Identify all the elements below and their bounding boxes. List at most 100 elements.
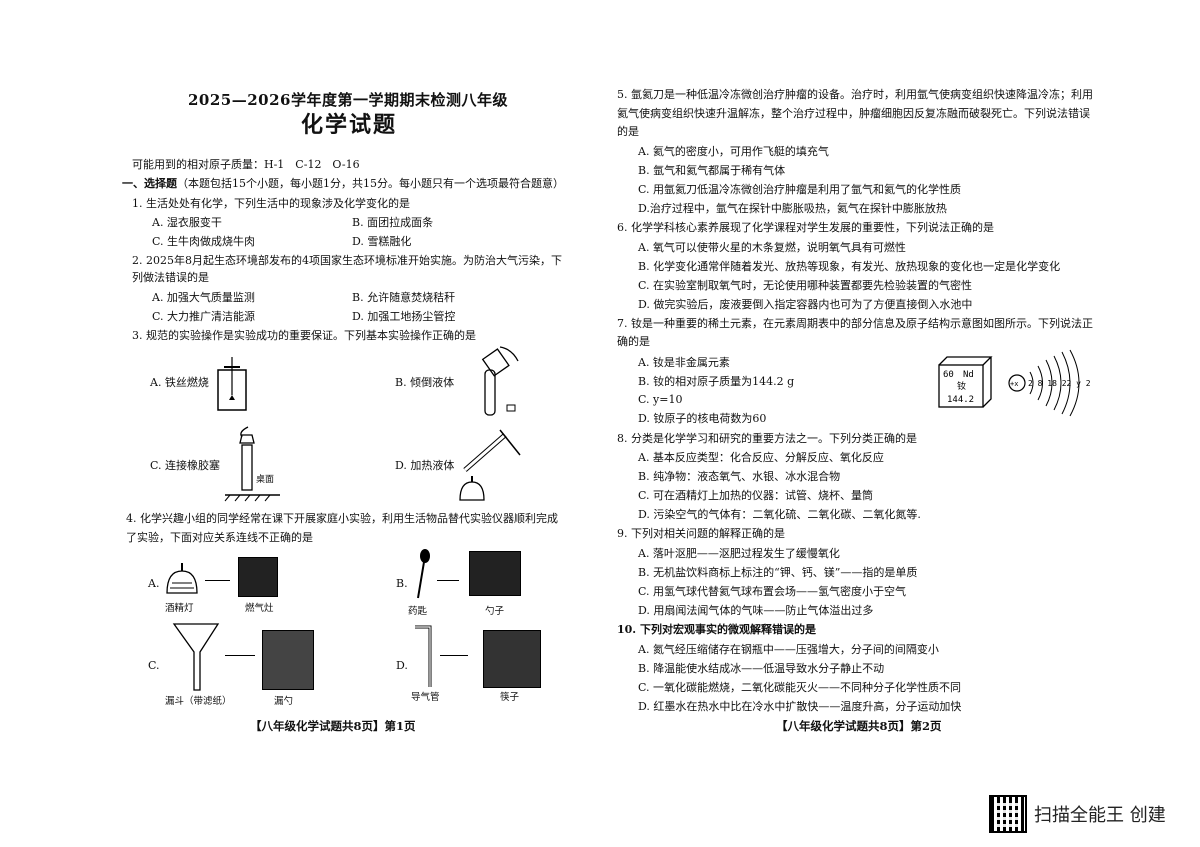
- q6-option-d: D. 做完实验后，废液要倒入指定容器内也可为了方便直接倒入水池中: [638, 298, 973, 311]
- q3-option-c: C. 连接橡胶塞: [150, 459, 221, 472]
- section-title: 一、选择题: [122, 177, 177, 190]
- atom-structure-figure: +x 2 8 18 22 y 2: [1008, 349, 1091, 417]
- page-footer-2: 【八年级化学试题共8页】第2页: [776, 719, 942, 733]
- cell-symbol: Nd: [963, 370, 974, 380]
- q5-option-c: C. 用氩氦刀低温冷冻微创治疗肿瘤是利用了氩气和氦气的化学性质: [638, 183, 962, 196]
- left-page: 2025—2026学年度第一学期期末检测八年级 化学试题 可能用到的相对原子质量…: [122, 91, 564, 734]
- q8-option-a: A. 基本反应类型：化合反应、分解反应、氧化反应: [638, 451, 884, 464]
- q8-option-b: B. 纯净物：液态氧气、水银、冰水混合物: [638, 470, 841, 483]
- q2-option-c: C. 大力推广清洁能源: [152, 310, 256, 323]
- q6-stem: 6. 化学学科核心素养展现了化学课程对学生发展的重要性，下列说法正确的是: [617, 221, 994, 234]
- q9-option-a: A. 落叶沤肥——沤肥过程发生了缓慢氧化: [638, 547, 840, 560]
- atomic-mass-line: 可能用到的相对原子质量：H-1 C-12 O-16: [132, 158, 360, 171]
- section-note: （本题包括15个小题，每小题1分，共15分。每小题只有一个选项最符合题意）: [177, 177, 564, 190]
- chopsticks-photo: [483, 630, 541, 688]
- q6-option-b: B. 化学变化通常伴随着发光、放热等现象，有发光、放热现象的变化也一定是化学变化: [638, 260, 1061, 273]
- q4-label-spoon: 勺子: [485, 606, 505, 617]
- q8-option-c: C. 可在酒精灯上加热的仪器：试管、烧杯、量筒: [638, 489, 874, 502]
- q10-option-b: B. 降温能使水结成冰——低温导致水分子静止不动: [638, 662, 885, 675]
- q10-stem: 10. 下列对宏观事实的微观解释错误的是: [617, 623, 816, 636]
- q5-stem-1: 5. 氩氦刀是一种低温冷冻微创治疗肿瘤的设备。治疗时，利用氩气使病变组织快速降温…: [617, 88, 1093, 101]
- q1-stem: 1. 生活处处有化学，下列生活中的现象涉及化学变化的是: [132, 197, 410, 210]
- q2-option-a: A. 加强大气质量监测: [152, 291, 255, 304]
- q4-label-chopsticks: 筷子: [500, 692, 520, 703]
- q4-letter-c: C.: [148, 659, 160, 672]
- q5-stem-2: 氦气使病变组织快速升温解冻，整个治疗过程中，肿瘤细胞因反复冻融而破裂死亡。下列说…: [617, 107, 1090, 120]
- q4-a-link: [205, 580, 230, 581]
- q4-letter-a: A.: [148, 577, 160, 590]
- q5-option-a: A. 氦气的密度小，可用作飞艇的填充气: [638, 145, 829, 158]
- q4-label-gas-stove: 燃气灶: [245, 603, 274, 614]
- q6-option-c: C. 在实验室制取氧气时，无论使用哪种装置都要先检验装置的气密性: [638, 279, 973, 292]
- q10-option-a: A. 氮气经压缩储存在钢瓶中——压强增大，分子间的间隔变小: [638, 643, 939, 656]
- connect-stopper-figure: [224, 426, 280, 502]
- q3-option-a: A. 铁丝燃烧: [150, 376, 209, 389]
- q7-option-c: C. y=10: [638, 393, 683, 406]
- q8-option-d: D. 污染空气的气体有：二氧化硫、二氧化碳、二氧化氮等.: [638, 508, 921, 521]
- exam-title: 2025—2026学年度第一学期期末检测八年级: [188, 91, 508, 109]
- q4-stem-2: 了实验，下面对应关系连线不正确的是: [126, 531, 313, 544]
- q7-option-a: A. 钕是非金属元素: [638, 356, 730, 369]
- q10-option-c: C. 一氧化碳能燃烧，二氧化碳能灭火——不同种分子化学性质不同: [638, 681, 962, 694]
- q9-option-c: C. 用氢气球代替氦气球布置会场——氢气密度小于空气: [638, 585, 907, 598]
- q7-option-b: B. 钕的相对原子质量为144.2 g: [638, 375, 795, 388]
- q4-b-link: [437, 580, 459, 581]
- q1-option-a: A. 湿衣服变干: [152, 216, 222, 229]
- q7-option-d: D. 钕原子的核电荷数为60: [638, 412, 767, 425]
- gas-stove-photo: [238, 557, 278, 597]
- q2-option-d: D. 加强工地扬尘管控: [352, 310, 456, 323]
- alcohol-lamp-figure: [166, 563, 198, 594]
- q6-option-a: A. 氧气可以使带火星的木条复燃，说明氧气具有可燃性: [638, 241, 906, 254]
- cell-name: 钕: [957, 380, 966, 392]
- funnel-figure: [172, 623, 220, 691]
- atom-shells: 2 8 18 22 y 2: [1028, 379, 1091, 388]
- q9-stem: 9. 下列对相关问题的解释正确的是: [617, 527, 785, 540]
- q1-option-b: B. 面团拉成面条: [352, 216, 434, 229]
- q9-option-b: B. 无机盐饮料商标上标注的“钾、钙、镁”——指的是单质: [638, 566, 918, 579]
- q4-label-medicine-spoon: 药匙: [408, 606, 428, 617]
- pouring-liquid-figure: [481, 346, 519, 416]
- cell-mass: 144.2: [947, 395, 974, 405]
- q7-stem-2: 确的是: [617, 335, 650, 348]
- q4-c-link: [225, 655, 255, 656]
- desk-label: 桌面: [256, 475, 275, 485]
- scanner-watermark: 扫描全能王 创建: [1034, 805, 1166, 826]
- iron-wire-burning-figure: [217, 357, 247, 411]
- q4-label-alcohol-lamp: 酒精灯: [165, 603, 194, 614]
- q1-option-d: D. 雪糕融化: [352, 235, 412, 248]
- q5-stem-3: 的是: [617, 125, 639, 138]
- strainer-photo: [262, 630, 314, 690]
- q2-option-b: B. 允许随意焚烧秸秆: [352, 291, 456, 304]
- q7-stem-1: 7. 钕是一种重要的稀土元素，在元素周期表中的部分信息及原子结构示意图如图所示。…: [617, 317, 1093, 330]
- q1-option-c: C. 生牛肉做成烧牛肉: [152, 235, 256, 248]
- q3-option-d: D. 加热液体: [395, 459, 455, 472]
- q2-stem-2: 列做法错误的是: [132, 271, 209, 284]
- gas-tube-figure: [415, 625, 432, 687]
- qr-code-icon: [989, 795, 1027, 833]
- q4-label-gas-tube: 导气管: [411, 692, 440, 703]
- q4-label-funnel: 漏斗（带滤纸）: [165, 696, 232, 707]
- q5-option-b: B. 氩气和氦气都属于稀有气体: [638, 164, 786, 177]
- q5-option-d: D.治疗过程中，氩气在探针中膨胀吸热，氦气在探针中膨胀放热: [638, 202, 947, 215]
- right-page: 5. 氩氦刀是一种低温冷冻微创治疗肿瘤的设备。治疗时，利用氩气使病变组织快速降温…: [600, 0, 1200, 847]
- section-heading: 一、选择题（本题包括15个小题，每小题1分，共15分。每小题只有一个选项最符合题…: [122, 176, 564, 191]
- heating-liquid-figure: [459, 429, 521, 501]
- periodic-cell-figure: 60 Nd 钕 144.2: [938, 356, 993, 408]
- q10-option-d: D. 红墨水在热水中比在冷水中扩散快——温度升高，分子运动加快: [638, 700, 962, 713]
- q3-option-b: B. 倾倒液体: [395, 376, 455, 389]
- cell-number: 60: [943, 370, 954, 380]
- q4-stem-1: 4. 化学兴趣小组的同学经常在课下开展家庭小实验，利用生活物品替代实验仪器顺利完…: [126, 512, 558, 525]
- page-footer-1: 【八年级化学试题共8页】第1页: [250, 719, 416, 733]
- q4-letter-b: B.: [396, 577, 408, 590]
- q4-letter-d: D.: [396, 659, 408, 672]
- q3-stem: 3. 规范的实验操作是实验成功的重要保证。下列基本实验操作正确的是: [132, 329, 476, 342]
- q2-stem-1: 2. 2025年8月起生态环境部发布的4项国家生态环境标准开始实施。为防治大气污…: [132, 254, 562, 267]
- spoon-photo: [469, 551, 521, 596]
- atom-nucleus: +x: [1010, 380, 1018, 388]
- exam-subtitle: 化学试题: [301, 112, 398, 138]
- medicine-spoon-figure: [417, 549, 430, 599]
- q4-d-link: [440, 655, 468, 656]
- q9-option-d: D. 用扇闻法闻气体的气味——防止气体溢出过多: [638, 604, 874, 617]
- q8-stem: 8. 分类是化学学习和研究的重要方法之一。下列分类正确的是: [617, 432, 917, 445]
- q4-label-strainer: 漏勺: [274, 696, 294, 707]
